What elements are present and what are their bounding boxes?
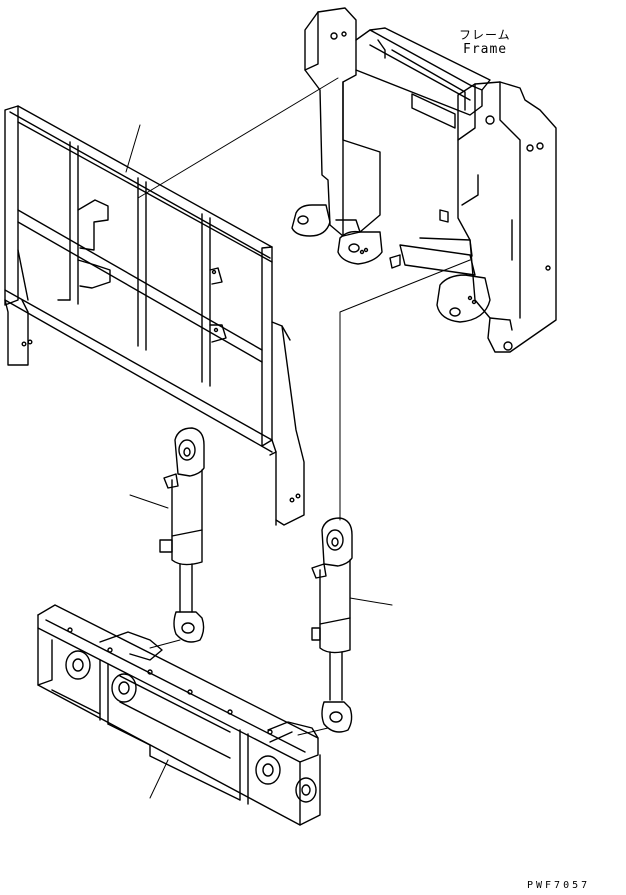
frame-label-japanese: フレーム (459, 28, 511, 42)
hydraulic-cylinder-right (311, 517, 353, 733)
lower-carriage (37, 604, 321, 826)
main-frame (291, 7, 557, 353)
load-backrest-grille (4, 105, 305, 526)
leader-lines (125, 77, 471, 799)
frame-label-english: Frame (463, 42, 508, 57)
hydraulic-cylinder-left (159, 427, 205, 643)
drawing-number: PWF7057 (527, 880, 591, 891)
